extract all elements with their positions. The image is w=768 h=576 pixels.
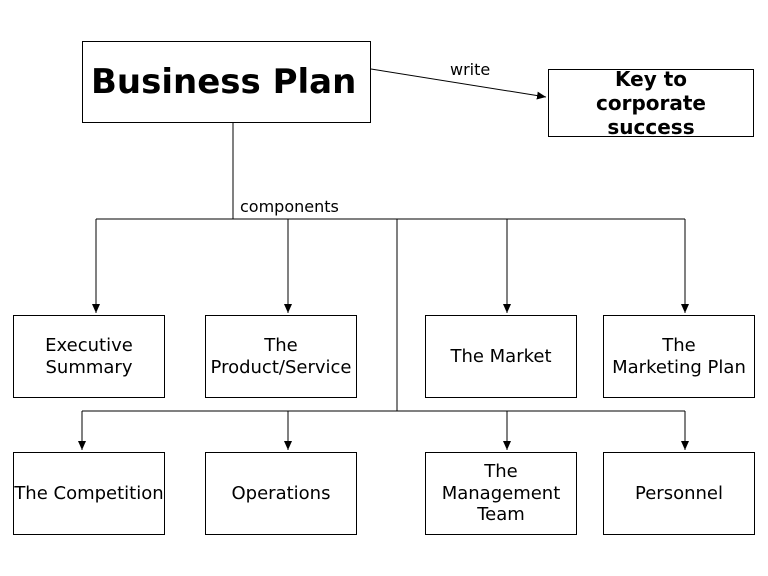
executive-summary-node: Executive Summary: [13, 315, 165, 398]
product-service-node: The Product/Service: [205, 315, 357, 398]
operations-node: Operations: [205, 452, 357, 535]
write-edge-label: write: [450, 60, 491, 79]
write-arrow: [370, 68, 547, 100]
marketing-plan-node: The Marketing Plan: [603, 315, 755, 398]
the-market-node: The Market: [425, 315, 577, 398]
business-plan-node: Business Plan: [82, 41, 371, 123]
personnel-node: Personnel: [603, 452, 755, 535]
components-edge-label: components: [240, 197, 339, 216]
management-team-node: The Management Team: [425, 452, 577, 535]
key-to-success-node: Key to corporate success: [548, 67, 754, 139]
competition-node: The Competition: [13, 452, 165, 535]
